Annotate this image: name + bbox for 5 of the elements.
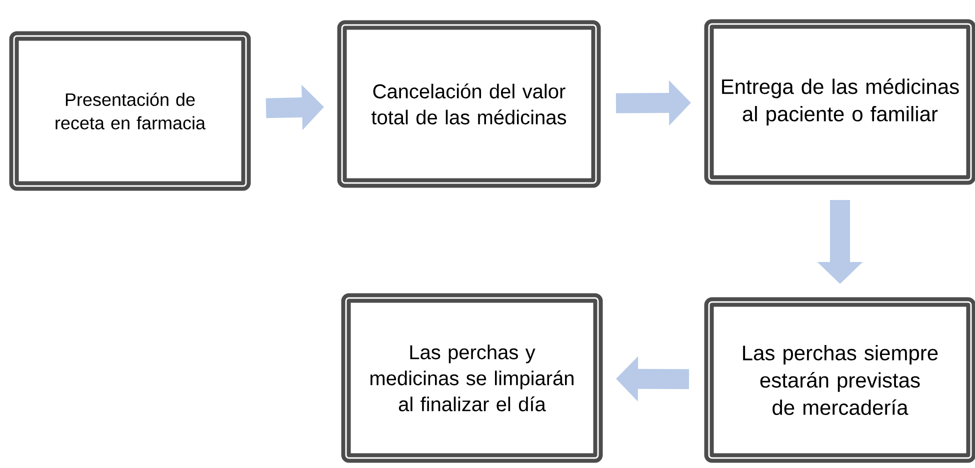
process-box: Entrega de las médicinas al paciente o familiar [704,19,975,185]
process-box: Presentación de receta en farmacia [9,31,251,191]
process-box: Las perchas y medicinas se limpiarán al finalizar el día [341,293,603,463]
process-box: Cancelación del valor total de las médicinas [337,20,601,188]
process-box: Las perchas siempre estarán previstas de mercadería [704,297,975,463]
